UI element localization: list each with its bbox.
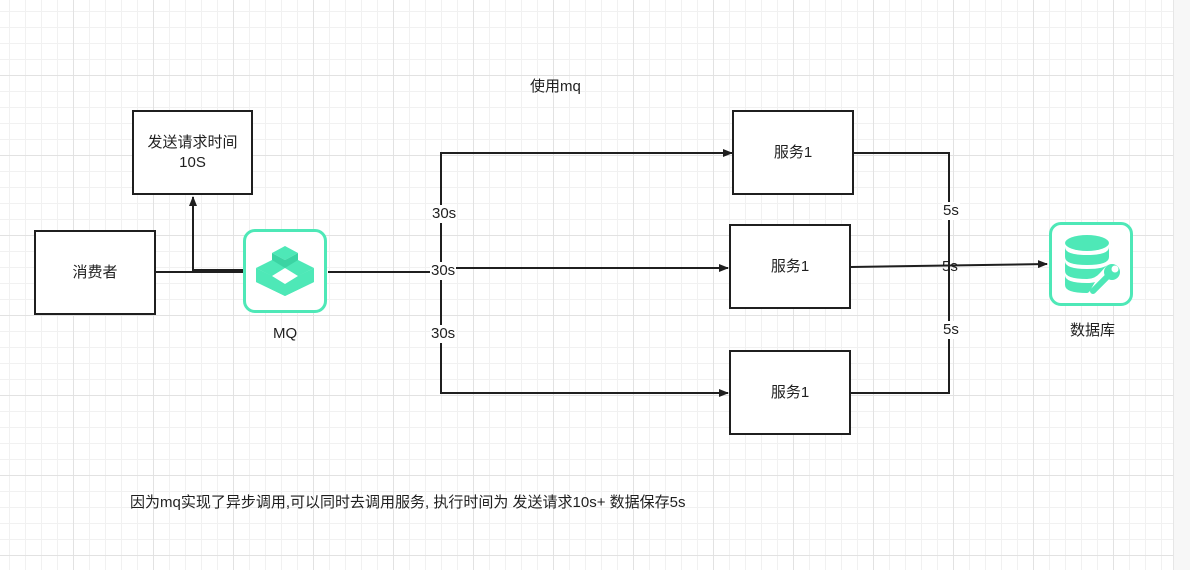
mq-cube-icon — [256, 246, 314, 296]
service-top-label: 服务1 — [773, 143, 813, 161]
mq-label: MQ — [273, 325, 298, 342]
diagram-title: 使用mq — [530, 78, 581, 95]
service-bottom-label: 服务1 — [770, 383, 810, 401]
edge-to-service-top — [440, 149, 733, 272]
edge-service-bottom-to-db — [851, 264, 950, 394]
service-mid-box[interactable]: 服务1 — [729, 224, 851, 309]
database-label: 数据库 — [1070, 322, 1116, 339]
edge-mq-to-send-time — [189, 196, 244, 271]
send-time-label: 发送请求时间 10S — [147, 133, 238, 171]
consumer-box[interactable]: 消费者 — [34, 230, 156, 315]
service-bottom-box[interactable]: 服务1 — [729, 350, 851, 435]
edge-label-mq-top: 30s — [431, 205, 458, 223]
database-tile[interactable] — [1049, 222, 1133, 306]
mq-tile[interactable] — [243, 229, 327, 313]
edge-label-mq-bottom: 30s — [430, 325, 457, 343]
scrollbar[interactable] — [1173, 0, 1190, 570]
edge-label-mid-db: 5s — [942, 258, 958, 275]
edge-label-bottom-db: 5s — [942, 321, 960, 339]
consumer-label: 消费者 — [72, 263, 118, 281]
send-time-box[interactable]: 发送请求时间 10S — [132, 110, 253, 195]
edge-label-mq-mid: 30s — [430, 262, 457, 280]
edge-to-service-bottom — [440, 272, 729, 397]
explanation-note: 因为mq实现了异步调用,可以同时去调用服务, 执行时间为 发送请求10s+ 数据… — [130, 494, 686, 511]
database-wrench-icon — [1065, 235, 1120, 294]
service-mid-label: 服务1 — [770, 257, 810, 275]
edge-label-top-db: 5s — [942, 202, 960, 220]
edge-service-top-to-db — [854, 152, 950, 264]
service-top-box[interactable]: 服务1 — [732, 110, 854, 195]
